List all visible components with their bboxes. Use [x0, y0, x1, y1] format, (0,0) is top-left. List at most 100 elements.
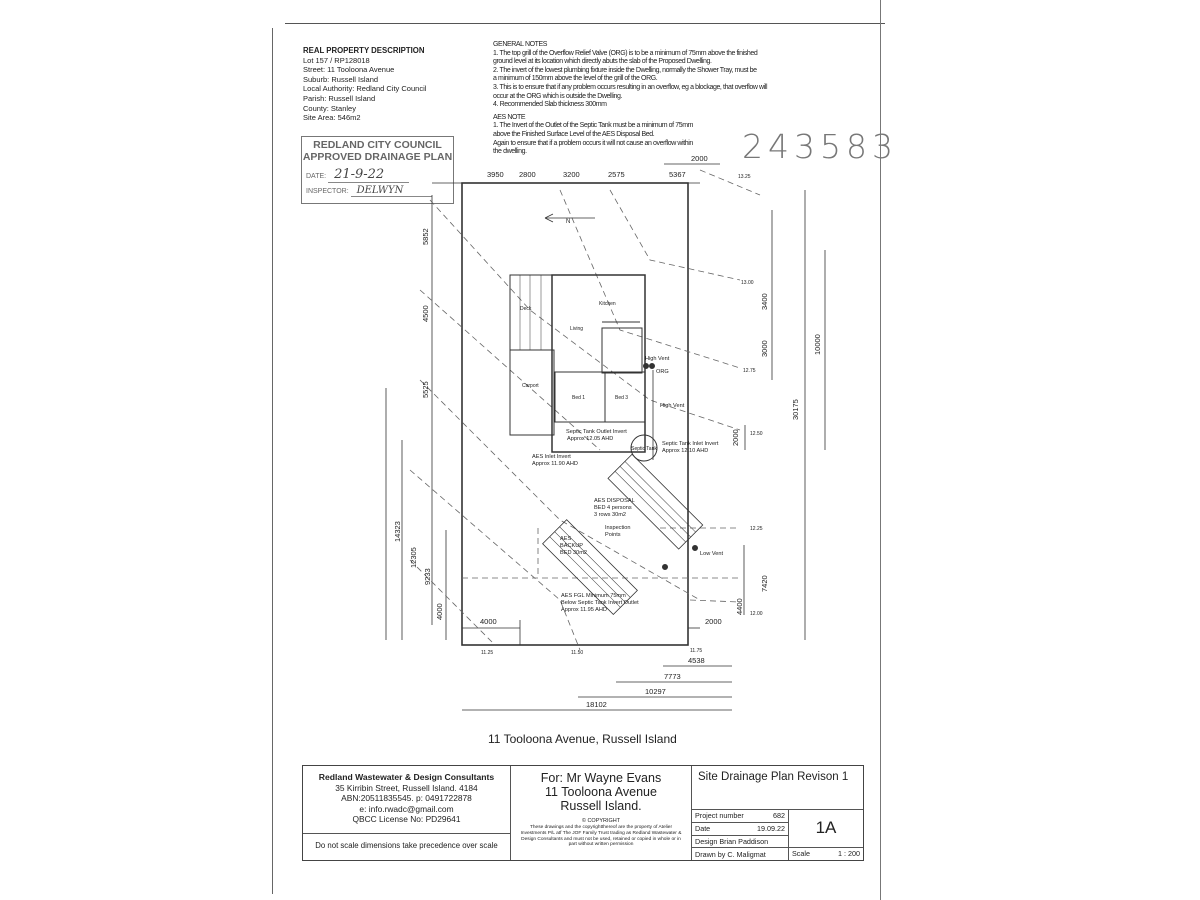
client-line: 11 Tooloona Avenue: [545, 785, 657, 799]
note-line: 3. This is to ensure that if any problem…: [493, 83, 768, 91]
septic-outlet-label: Septic Tank Outlet Invert: [566, 429, 627, 435]
top-dim: 2800: [519, 170, 536, 179]
note-line: ground level at its location which direc…: [493, 58, 712, 66]
date-value: 19.09.22: [757, 824, 785, 834]
property-line: Street: 11 Tooloona Avenue: [303, 65, 395, 75]
note-line: a minimum of 150mm above the level of th…: [493, 75, 658, 83]
plan-address-title: 11 Tooloona Avenue, Russell Island: [488, 732, 677, 746]
bottom-dim: 4538: [688, 656, 705, 665]
project-number: 682: [773, 811, 785, 821]
property-heading: REAL PROPERTY DESCRIPTION: [303, 46, 425, 55]
company-details: Redland Wastewater & Design Consultants …: [303, 766, 510, 834]
left-dim: 4000: [435, 603, 444, 620]
client-line: Russell Island.: [560, 799, 642, 813]
bed-3: [604, 371, 646, 423]
high-vent-marker: [643, 363, 649, 369]
inspection-label: Inspection: [605, 525, 631, 531]
level: 11.75: [690, 648, 702, 654]
right-dim: 4400: [735, 598, 744, 615]
note-line: 2. The invert of the lowest plumbing fix…: [493, 66, 757, 74]
room-label: Living: [570, 326, 583, 332]
frame-top-line: [285, 23, 885, 24]
scale-value: 1 : 200: [838, 849, 860, 859]
fgl-label: AES FGL Minimum 75mm: [561, 593, 626, 599]
general-notes: GENERAL NOTES 1. The top grill of the Ov…: [493, 41, 768, 157]
level: 11.25: [481, 650, 493, 656]
org-marker: [649, 363, 655, 369]
note-line: occur at the ORG which is outside the Dw…: [493, 92, 623, 100]
copyright-label: © COPYRIGHT: [581, 818, 621, 824]
right-dim: 7420: [760, 575, 769, 592]
real-property-description: REAL PROPERTY DESCRIPTION Lot 157 / RP12…: [303, 46, 426, 123]
date-label: Date: [695, 824, 711, 834]
septic-inlet-label: Septic Tank Inlet Invert: [662, 441, 719, 447]
low-vent-label: Low Vent: [700, 551, 723, 557]
title-block: Redland Wastewater & Design Consultants …: [302, 765, 864, 861]
level: 12.25: [750, 526, 763, 532]
bottom-dim: 10297: [645, 687, 666, 696]
bottom-dim: 4000: [480, 617, 497, 626]
property-line: Lot 157 / RP128018: [303, 55, 370, 65]
stamp-line-1: REDLAND CITY COUNCIL: [313, 139, 442, 151]
top-dim: 2000: [691, 154, 708, 163]
client-details: For: Mr Wayne Evans 11 Tooloona Avenue R…: [511, 766, 691, 813]
disposal-label: 3 rows 30m2: [594, 512, 626, 518]
designer: Design Brian Paddison: [695, 836, 769, 846]
high-vent-label: High Vent: [645, 356, 670, 362]
left-dim: 14323: [393, 521, 402, 542]
level: 11.50: [571, 650, 583, 656]
top-dim: 3200: [563, 170, 580, 179]
septic-outlet-label: Approx 12.05 AHD: [567, 436, 613, 442]
level: 13.00: [741, 280, 754, 286]
note-line: 4. Recommended Slab thickness 300mm: [493, 101, 607, 109]
company-line: e: info.rwadc@gmail.com: [359, 803, 454, 814]
right-dim: 3000: [760, 340, 769, 357]
room-label: Deck: [520, 306, 532, 312]
bathroom: [601, 327, 643, 374]
scale-label: Scale: [792, 849, 810, 859]
left-dim: 9233: [423, 568, 432, 585]
frame-left-line: [272, 28, 273, 894]
aes-backup-bed: [542, 519, 638, 616]
left-dim: 12305: [409, 547, 418, 568]
stamp-date-value: 21-9-22: [328, 167, 410, 183]
low-vent-marker: [692, 545, 698, 551]
fgl-label: Below Septic Tank Invert Outlet: [561, 600, 639, 606]
copyright-text: These drawings and the copyrightthereof …: [520, 825, 682, 848]
date-row: Date 19.09.22: [692, 823, 788, 836]
company-line: QBCC License No: PD29641: [352, 814, 461, 824]
room-label: Carport: [522, 383, 539, 389]
stamp-date-label: DATE:: [306, 173, 327, 180]
property-line: County: Stanley: [303, 103, 356, 113]
contour-lines: [409, 169, 761, 651]
drawn-by: Drawn by C. Maligmat: [695, 849, 766, 859]
company-name: Redland Wastewater & Design Consultants: [318, 772, 495, 782]
property-line: Local Authority: Redland City Council: [303, 84, 427, 94]
note-line: 1. The top grill of the Overflow Relief …: [493, 49, 758, 57]
property-line: Site Area: 546m2: [303, 113, 361, 123]
carport: [509, 349, 555, 436]
company-line: 35 Kirribin Street, Russell Island. 4184: [335, 782, 478, 793]
sheet-number: 1A: [789, 810, 863, 848]
project-number-label: Project number: [695, 811, 744, 821]
right-dim: 10000: [813, 334, 822, 355]
septic-tank-label: Septic Tank: [631, 446, 657, 452]
septic-inlet-label: Approx 12.10 AHD: [662, 448, 708, 454]
design-row: Design Brian Paddison: [692, 836, 788, 849]
scale-note: Do not scale dimensions take precedence …: [315, 841, 498, 850]
aes-note-line: Again to ensure that if a problem occurs…: [493, 139, 693, 147]
property-line: Suburb: Russell Island: [303, 74, 379, 84]
right-dim: 2000: [731, 429, 740, 446]
aes-inlet-label: Approx 11.90 AHD: [532, 461, 578, 467]
scale-row: Scale 1 : 200: [789, 848, 863, 860]
inspection-label: Points: [605, 532, 621, 538]
disposal-label: BED 4 persons: [594, 505, 632, 511]
aes-note-line: the dwelling.: [493, 148, 527, 156]
septic-tank: [630, 434, 658, 462]
backup-label: BED 30m2: [560, 550, 587, 556]
level: 13.25: [738, 174, 751, 180]
property-line: Parish: Russell Island: [303, 93, 376, 103]
level: 12.50: [750, 431, 763, 437]
level: 12.00: [750, 611, 763, 617]
